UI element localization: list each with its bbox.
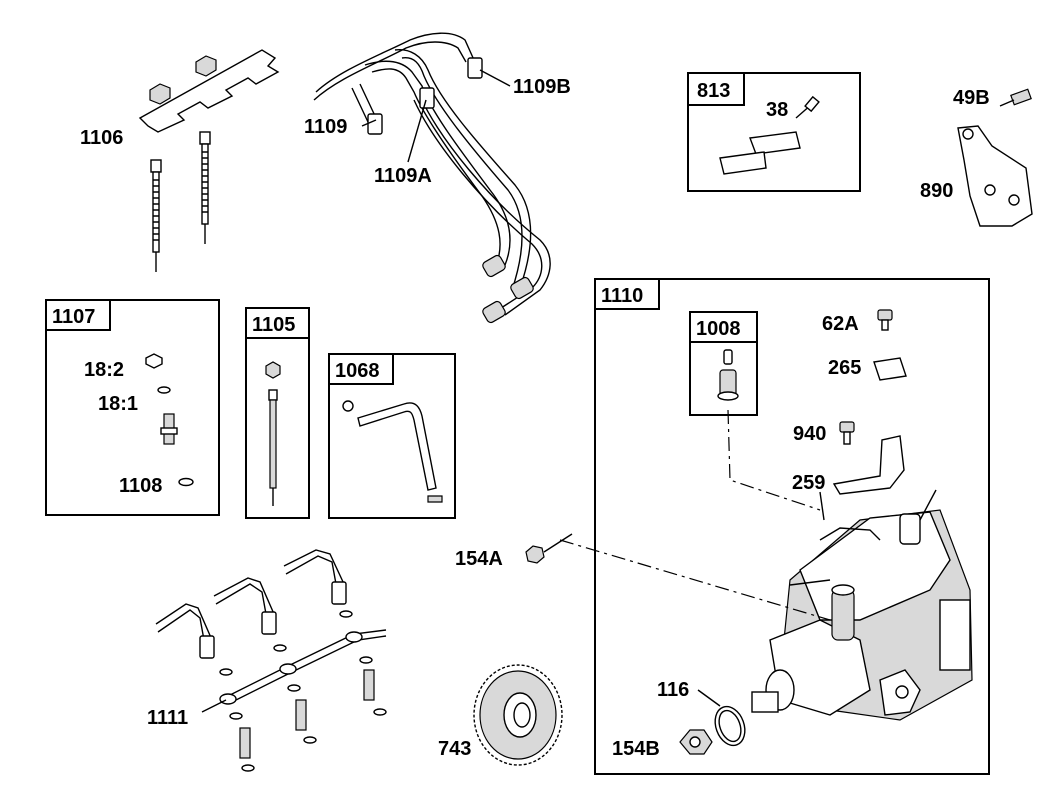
label-38: 38 bbox=[766, 99, 788, 121]
box-label-1068: 1068 bbox=[335, 360, 380, 382]
label-62A: 62A bbox=[822, 313, 859, 335]
part-154A-nut bbox=[525, 533, 573, 564]
box-label-1105: 1105 bbox=[252, 314, 295, 336]
callout-labels: 1106 1109 1109A 1109B 38 49B 890 18:2 18… bbox=[80, 76, 990, 760]
label-1106: 1106 bbox=[80, 127, 123, 149]
part-1106-bracket-assembly bbox=[138, 49, 280, 272]
part-1109-injection-pipes bbox=[313, 32, 551, 324]
box-label-1008: 1008 bbox=[696, 318, 741, 340]
label-1108: 1108 bbox=[119, 475, 162, 497]
label-259: 259 bbox=[792, 472, 825, 494]
box-1110: 1110 1008 bbox=[559, 278, 990, 775]
label-940: 940 bbox=[793, 423, 826, 445]
label-890: 890 bbox=[920, 180, 953, 202]
part-743-gear bbox=[473, 664, 563, 766]
box-1068: 1068 bbox=[328, 353, 456, 519]
box-1105: 1105 bbox=[245, 307, 310, 519]
label-743: 743 bbox=[438, 738, 471, 760]
label-1111: 1111 bbox=[147, 707, 188, 729]
box-label-1107: 1107 bbox=[52, 306, 95, 328]
label-116: 116 bbox=[657, 679, 689, 701]
label-49B: 49B bbox=[953, 87, 990, 109]
label-1109A: 1109A bbox=[374, 165, 432, 187]
box-label-813: 813 bbox=[697, 80, 730, 102]
box-label-1110: 1110 bbox=[601, 285, 643, 307]
label-154A: 154A bbox=[455, 548, 503, 570]
part-890-bracket bbox=[957, 88, 1033, 227]
label-1109: 1109 bbox=[304, 116, 347, 138]
label-1109B: 1109B bbox=[513, 76, 571, 98]
label-18-1: 18:1 bbox=[98, 393, 138, 415]
box-813: 813 bbox=[687, 72, 861, 192]
box-1107: 1107 bbox=[45, 299, 220, 516]
label-154B: 154B bbox=[612, 738, 660, 760]
part-1111-pipe-assembly bbox=[155, 549, 387, 772]
label-265: 265 bbox=[828, 357, 861, 379]
label-18-2: 18:2 bbox=[84, 359, 124, 381]
